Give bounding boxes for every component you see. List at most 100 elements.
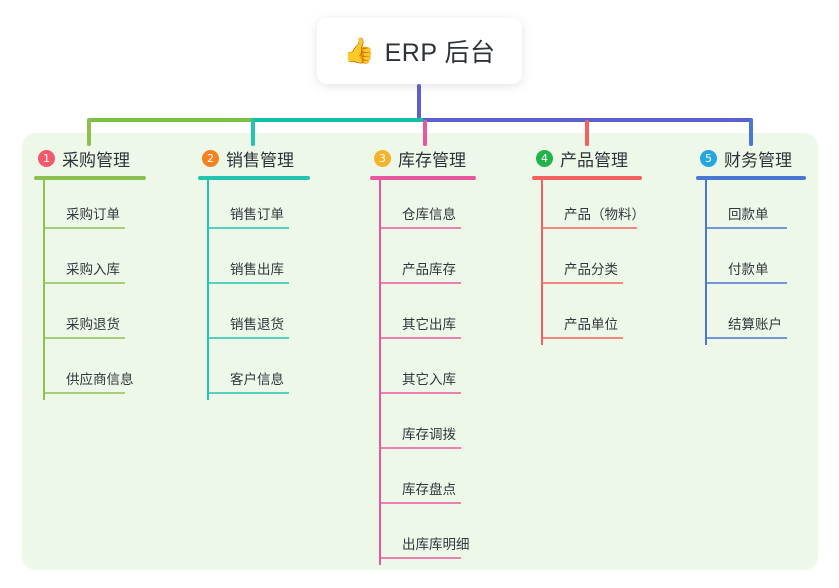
branch-number-badge: 3 — [374, 149, 391, 167]
branch-title: 财务管理 — [724, 150, 792, 170]
leaf-underline — [379, 337, 461, 339]
root-title: ERP 后台 — [384, 39, 496, 67]
leaf-item[interactable]: 其它入库 — [370, 345, 476, 400]
branch-header-4[interactable]: 4 产品管理 — [532, 146, 642, 170]
leaf-underline — [379, 447, 461, 449]
branch-spine — [43, 180, 45, 400]
leaf-label: 采购订单 — [66, 207, 120, 222]
connector-tick-3 — [423, 132, 427, 146]
leaf-label: 客户信息 — [230, 372, 284, 387]
leaf-item[interactable]: 客户信息 — [198, 345, 310, 400]
leaf-underline — [379, 282, 461, 284]
branch-leaf-list: 回款单付款单结算账户 — [696, 180, 806, 345]
leaf-item[interactable]: 销售出库 — [198, 235, 310, 290]
branch-number-badge: 4 — [536, 149, 553, 167]
branch-spine — [541, 180, 543, 345]
leaf-underline — [379, 392, 461, 394]
leaf-label: 仓库信息 — [402, 207, 456, 222]
leaf-underline — [207, 227, 289, 229]
branch-leaf-list: 采购订单采购入库采购退货供应商信息 — [34, 180, 146, 400]
leaf-underline — [705, 337, 787, 339]
leaf-underline — [43, 337, 125, 339]
leaf-label: 其它入库 — [402, 372, 456, 387]
branch-leaf-list: 产品（物料） 产品分类产品单位 — [532, 180, 645, 345]
leaf-underline — [43, 282, 125, 284]
leaf-underline — [541, 337, 623, 339]
leaf-underline — [379, 502, 461, 504]
leaf-label: 回款单 — [728, 207, 769, 222]
leaf-label: 其它出库 — [402, 317, 456, 332]
connector-tick-1 — [87, 132, 91, 146]
leaf-label: 结算账户 — [728, 317, 782, 332]
leaf-item[interactable]: 仓库信息 — [370, 180, 476, 235]
thumbs-up-icon: 👍 — [343, 36, 375, 65]
branch-number-badge: 5 — [700, 149, 717, 167]
leaf-item[interactable]: 结算账户 — [696, 290, 806, 345]
leaf-label: 产品（物料） — [564, 207, 645, 222]
leaf-item[interactable]: 采购退货 — [34, 290, 146, 345]
branch-header-2[interactable]: 2 销售管理 — [198, 146, 310, 170]
branch-title: 产品管理 — [560, 150, 628, 170]
leaf-label: 付款单 — [728, 262, 769, 277]
branch-leaf-list: 销售订单销售出库销售退货客户信息 — [198, 180, 310, 400]
connector-segment-green — [87, 118, 255, 122]
branch-spine — [207, 180, 209, 400]
leaf-underline — [541, 227, 637, 229]
connector-tick-2 — [251, 132, 255, 146]
leaf-label: 产品分类 — [564, 262, 618, 277]
leaf-item[interactable]: 库存调拨 — [370, 400, 476, 455]
branch-underline — [198, 176, 310, 180]
leaf-item[interactable]: 销售订单 — [198, 180, 310, 235]
leaf-item[interactable]: 产品库存 — [370, 235, 476, 290]
leaf-label: 产品库存 — [402, 262, 456, 277]
leaf-underline — [43, 227, 125, 229]
branch-header-5[interactable]: 5 财务管理 — [696, 146, 806, 170]
leaf-label: 库存盘点 — [402, 482, 456, 497]
leaf-label: 库存调拨 — [402, 427, 456, 442]
connector-tick-4 — [585, 132, 589, 146]
branch-header-1[interactable]: 1 采购管理 — [34, 146, 146, 170]
branch-underline — [34, 176, 146, 180]
leaf-item[interactable]: 库存盘点 — [370, 455, 476, 510]
branch-column-5: 5 财务管理回款单付款单结算账户 — [696, 146, 806, 345]
leaf-item[interactable]: 出库库明细 — [370, 510, 476, 565]
leaf-label: 销售出库 — [230, 262, 284, 277]
branch-title: 库存管理 — [398, 150, 466, 170]
leaf-item[interactable]: 产品单位 — [532, 290, 642, 345]
leaf-underline — [43, 392, 125, 394]
leaf-underline — [207, 282, 289, 284]
leaf-underline — [379, 557, 461, 559]
branch-leaf-list: 仓库信息产品库存其它出库其它入库库存调拨库存盘点出库库明细 — [370, 180, 476, 565]
branch-header-3[interactable]: 3 库存管理 — [370, 146, 476, 170]
branch-number-badge: 1 — [38, 149, 55, 167]
leaf-item[interactable]: 采购订单 — [34, 180, 146, 235]
branch-underline — [370, 176, 476, 180]
leaf-item[interactable]: 销售退货 — [198, 290, 310, 345]
branch-spine — [379, 180, 381, 565]
leaf-item[interactable]: 产品分类 — [532, 235, 642, 290]
diagram-panel — [22, 133, 818, 570]
connector-segment-teal — [251, 118, 427, 122]
leaf-underline — [705, 282, 787, 284]
leaf-underline — [541, 282, 623, 284]
branch-number-badge: 2 — [202, 149, 219, 167]
branch-column-4: 4 产品管理产品（物料） 产品分类产品单位 — [532, 146, 645, 345]
branch-title: 采购管理 — [62, 150, 130, 170]
leaf-label: 产品单位 — [564, 317, 618, 332]
connector-trunk — [417, 84, 421, 122]
leaf-item[interactable]: 采购入库 — [34, 235, 146, 290]
leaf-item[interactable]: 付款单 — [696, 235, 806, 290]
leaf-label: 采购入库 — [66, 262, 120, 277]
leaf-item[interactable]: 产品（物料） — [532, 180, 645, 235]
branch-underline — [696, 176, 806, 180]
branch-title: 销售管理 — [226, 150, 294, 170]
leaf-label: 销售退货 — [230, 317, 284, 332]
leaf-item[interactable]: 回款单 — [696, 180, 806, 235]
leaf-label: 供应商信息 — [66, 372, 134, 387]
leaf-item[interactable]: 其它出库 — [370, 290, 476, 345]
leaf-underline — [379, 227, 461, 229]
branch-column-3: 3 库存管理仓库信息产品库存其它出库其它入库库存调拨库存盘点出库库明细 — [370, 146, 476, 565]
root-node[interactable]: 👍 ERP 后台 — [317, 18, 522, 84]
leaf-item[interactable]: 供应商信息 — [34, 345, 146, 400]
